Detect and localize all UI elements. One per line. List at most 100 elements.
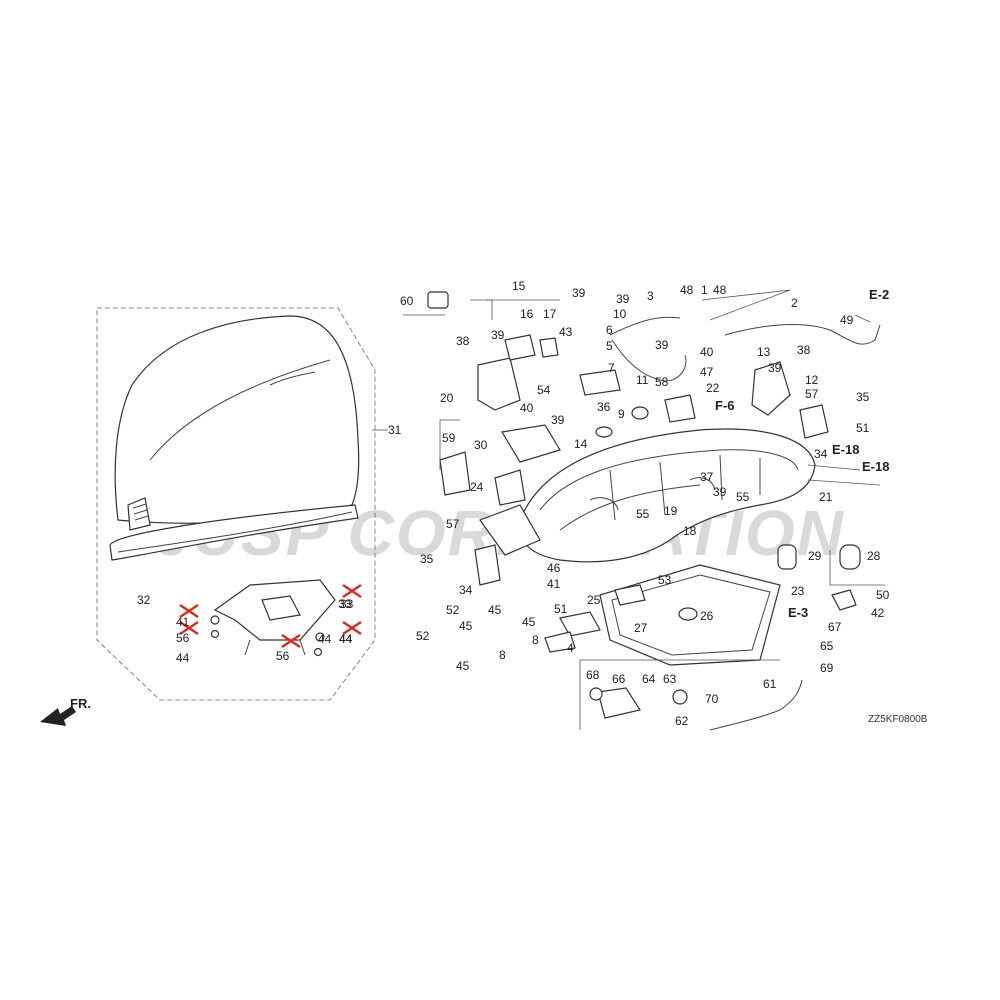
part-number-35: 35 — [420, 552, 434, 566]
part-number-2: 2 — [791, 296, 798, 310]
cover-group-enclosure — [96, 307, 376, 701]
ref-tag: E-2 — [869, 287, 889, 302]
part-number-51: 51 — [554, 602, 568, 616]
part-number-39: 39 — [655, 338, 669, 352]
part-number-20: 20 — [440, 391, 454, 405]
ref-tag: E-3 — [788, 605, 808, 620]
part-number-43: 43 — [559, 325, 573, 339]
part-number-32: 32 — [137, 593, 151, 607]
reference-tags: E-2 F-6 E-18 E-18 E-3 — [715, 287, 889, 620]
front-label: FR. — [70, 696, 91, 711]
part-number-9: 9 — [618, 407, 625, 421]
part-number-52: 52 — [416, 629, 430, 643]
part-number-6: 6 — [606, 323, 613, 337]
front-arrow-icon: FR. — [40, 696, 91, 726]
part-number-42: 42 — [871, 606, 885, 620]
part-number-30: 30 — [474, 438, 488, 452]
removed-part-number-44: 44 — [318, 632, 332, 646]
part-number-48: 48 — [680, 283, 694, 297]
part-number-41: 41 — [547, 577, 561, 591]
hose-2 — [724, 324, 881, 345]
part-number-1: 1 — [701, 283, 708, 297]
part-number-21: 21 — [819, 490, 833, 504]
part-number-35: 35 — [856, 390, 870, 404]
part-number-12: 12 — [805, 373, 819, 387]
part-number-55: 55 — [736, 490, 750, 504]
removed-part-number-33: 33 — [338, 597, 352, 611]
upper-components — [427, 291, 861, 719]
part-number-11: 11 — [636, 373, 649, 387]
part-number-40: 40 — [700, 345, 714, 359]
hose-3 — [609, 316, 687, 382]
part-number-37: 37 — [700, 470, 714, 484]
removed-part-number-44: 44 — [339, 632, 353, 646]
part-number-29: 29 — [808, 549, 822, 563]
removed-part-marks — [179, 584, 362, 648]
part-number-16: 16 — [520, 307, 534, 321]
part-number-39: 39 — [713, 485, 727, 499]
part-number-33: 33 — [340, 597, 354, 611]
part-number-45: 45 — [488, 603, 502, 617]
ref-tag: F-6 — [715, 398, 735, 413]
left-fasteners — [210, 615, 325, 657]
part-number-3: 3 — [647, 289, 654, 303]
part-number-44: 44 — [176, 651, 190, 665]
part-number-38: 38 — [456, 334, 470, 348]
part-number-55: 55 — [636, 507, 650, 521]
part-number-39: 39 — [768, 361, 782, 375]
part-number-63: 63 — [663, 672, 677, 686]
part-number-38: 38 — [797, 343, 811, 357]
part-number-13: 13 — [757, 345, 771, 359]
part-number-14: 14 — [574, 437, 588, 451]
part-number-39: 39 — [616, 292, 630, 306]
leader-lines — [372, 289, 885, 730]
part-number-59: 59 — [442, 431, 456, 445]
part-number-39: 39 — [572, 286, 586, 300]
part-number-27: 27 — [634, 621, 648, 635]
part-number-15: 15 — [512, 279, 526, 293]
part-number-69: 69 — [820, 661, 834, 675]
part-number-19: 19 — [664, 504, 678, 518]
part-number-31: 31 — [388, 423, 402, 437]
part-number-52: 52 — [446, 603, 460, 617]
part-number-62: 62 — [675, 714, 689, 728]
part-number-56: 56 — [276, 649, 290, 663]
part-number-68: 68 — [586, 668, 600, 682]
part-number-17: 17 — [543, 307, 557, 321]
part-number-57: 57 — [805, 387, 819, 401]
part-number-18: 18 — [683, 524, 697, 538]
bottom-gasket — [599, 564, 781, 666]
part-number-36: 36 — [597, 400, 611, 414]
part-number-45: 45 — [456, 659, 470, 673]
part-number-10: 10 — [613, 307, 627, 321]
engine-cover — [114, 315, 360, 531]
part-number-7: 7 — [608, 361, 615, 375]
part-number-23: 23 — [791, 584, 805, 598]
part-number-39: 39 — [491, 328, 505, 342]
part-number-46: 46 — [547, 561, 561, 575]
part-number-54: 54 — [537, 383, 551, 397]
part-number-53: 53 — [658, 573, 672, 587]
cover-bracket — [213, 579, 336, 656]
part-number-28: 28 — [867, 549, 881, 563]
part-number-48: 48 — [713, 283, 727, 297]
part-number-50: 50 — [876, 588, 890, 602]
part-number-8: 8 — [499, 648, 506, 662]
ref-tag: E-18 — [832, 442, 859, 457]
part-number-65: 65 — [820, 639, 834, 653]
hose-61 — [709, 679, 803, 731]
part-number-64: 64 — [642, 672, 656, 686]
part-number-70: 70 — [705, 692, 719, 706]
removed-part-number-41: 41 — [176, 615, 190, 629]
part-number-25: 25 — [587, 593, 601, 607]
part-number-34: 34 — [459, 583, 473, 597]
ref-tag: E-18 — [862, 459, 889, 474]
part-number-49: 49 — [840, 313, 854, 327]
part-number-45: 45 — [522, 615, 536, 629]
part-number-58: 58 — [655, 375, 669, 389]
part-number-47: 47 — [700, 365, 714, 379]
part-number-40: 40 — [520, 401, 534, 415]
diagram-code: ZZ5KF0800B — [868, 714, 928, 725]
